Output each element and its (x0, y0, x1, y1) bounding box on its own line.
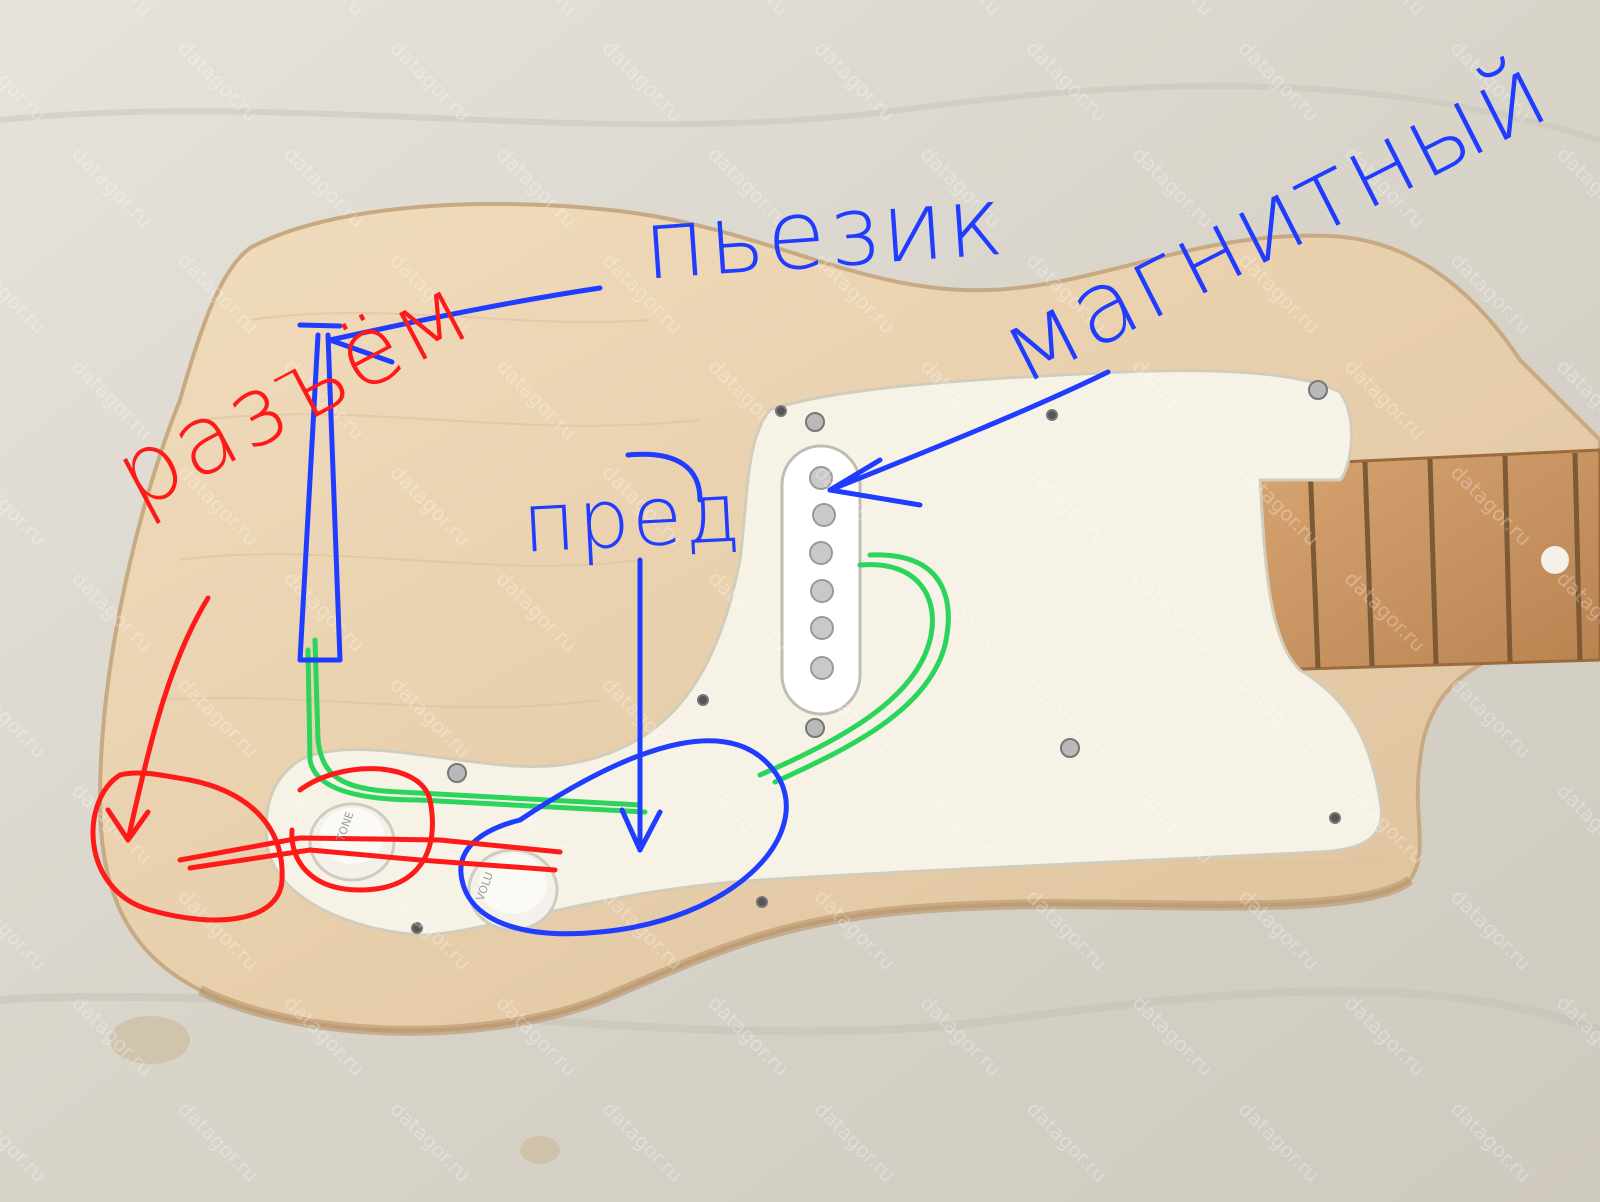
red-ink-annotations (90, 595, 563, 923)
blue-ink-annotations (297, 285, 1111, 937)
jack-arrow (125, 595, 211, 843)
preamp-label: пред (519, 465, 744, 572)
piezo-arrow (327, 285, 603, 343)
preamp-loop (458, 738, 789, 937)
tone-knob-circle (289, 766, 435, 893)
jack-circle (90, 770, 285, 923)
preamp-arrow (625, 451, 703, 503)
piezo-label: пьезик (639, 164, 1009, 302)
magnetic-pickup-arrow (827, 369, 1111, 493)
green-wire-annotation (305, 552, 951, 815)
